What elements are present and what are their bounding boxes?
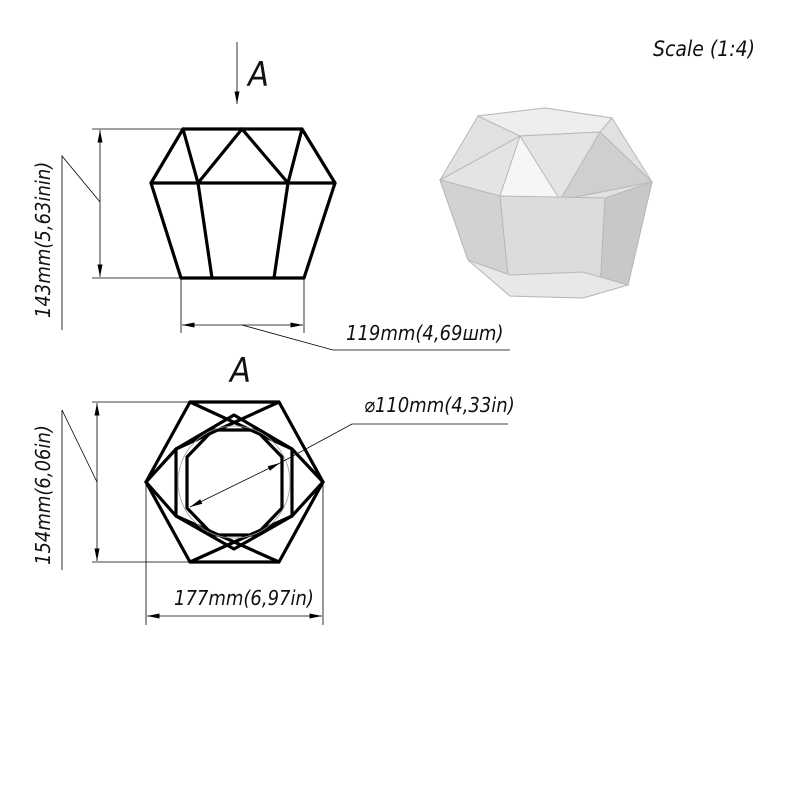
top-width-label: 177mm(6,97in) (174, 586, 314, 610)
view-marker-label: A (246, 55, 269, 95)
diameter-label: ⌀110mm(4,33in) (364, 393, 515, 417)
scale-label: Scale (1:4) (653, 37, 755, 61)
front-height-dimension (61, 128, 183, 330)
front-height-label: 143mm(5,63inin) (31, 162, 55, 318)
top-view-label: A (228, 351, 251, 391)
front-width-label: 119mm(4,69шm) (346, 321, 503, 345)
top-view (144, 400, 325, 564)
front-width-dimension (180, 278, 510, 351)
diameter-dimension (189, 423, 508, 508)
top-height-label: 154mm(6,06in) (31, 425, 55, 565)
isometric-render (438, 107, 654, 299)
top-height-dimension (61, 401, 190, 570)
top-width-dimension (145, 484, 324, 625)
front-view (149, 127, 337, 280)
